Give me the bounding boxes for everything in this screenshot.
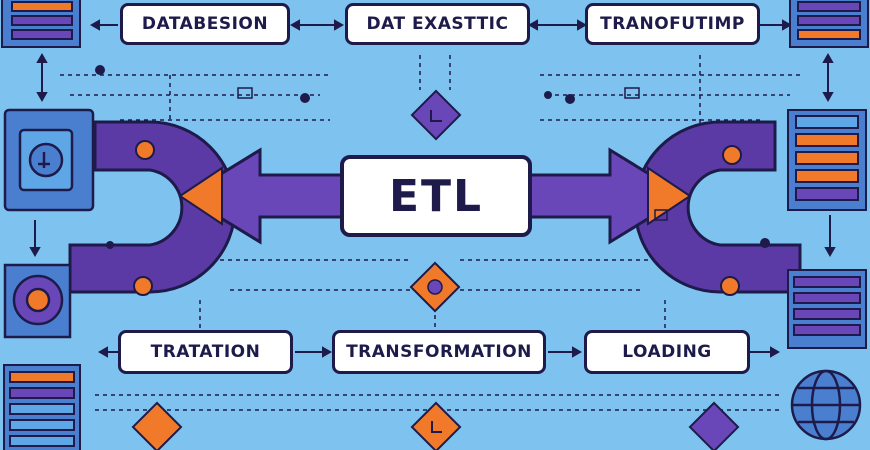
right-pipe-node-top bbox=[722, 145, 742, 165]
label-box-tratation: TRATATION bbox=[118, 330, 293, 374]
top-left-database-icon bbox=[1, 0, 81, 48]
right-storage-stack-icon bbox=[787, 269, 867, 349]
left-pipe-node-top bbox=[135, 140, 155, 160]
left-pipe-node-bottom bbox=[133, 276, 153, 296]
label-box-databesion: DATABESION bbox=[120, 3, 290, 45]
top-diamond-icon bbox=[410, 89, 462, 141]
label-box-transformation: TRANSFORMATION bbox=[332, 330, 546, 374]
small-screen-icons bbox=[237, 87, 668, 221]
bottom-arrows bbox=[97, 346, 781, 358]
bottom-middle-diamond-icon bbox=[410, 401, 462, 450]
left-gear-icon bbox=[3, 263, 72, 339]
left-orange-arrowhead bbox=[178, 166, 223, 226]
bottom-left-diamond-icon bbox=[131, 401, 183, 450]
top-arrows bbox=[89, 19, 793, 31]
top-right-database-icon bbox=[789, 0, 869, 48]
globe-icon bbox=[790, 369, 862, 441]
label-box-loading: LOADING bbox=[584, 330, 750, 374]
right-pipe-node-bottom bbox=[720, 276, 740, 296]
label-box-dat-exasttic: DAT EXASTTIC bbox=[345, 3, 530, 45]
left-server-icon bbox=[3, 108, 95, 212]
dashed-connectors bbox=[60, 55, 800, 411]
right-server-rack-icon bbox=[787, 109, 867, 211]
etl-center-label: ETL bbox=[340, 155, 532, 237]
label-box-tranofutimp: TRANOFUTIMP bbox=[585, 3, 760, 45]
middle-diamond-icon bbox=[409, 261, 461, 313]
edge-arrows bbox=[29, 52, 836, 258]
bottom-right-diamond-icon bbox=[688, 401, 740, 450]
small-gear-icons bbox=[95, 65, 770, 249]
bottom-left-database-icon bbox=[3, 364, 81, 450]
